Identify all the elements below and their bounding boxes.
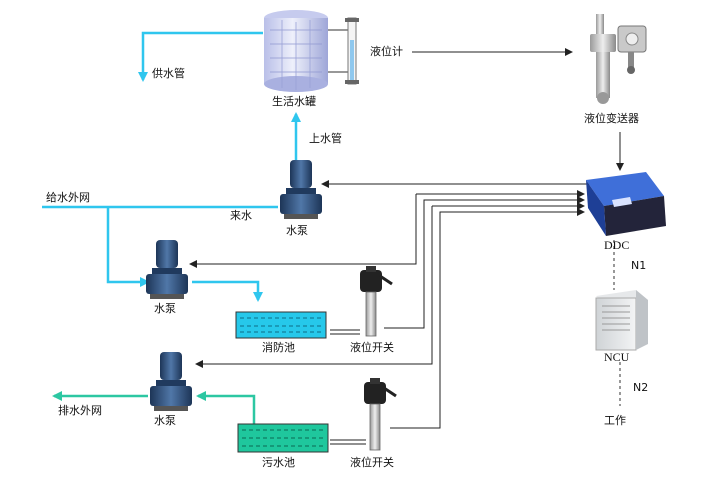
- sewage-pool: [237, 423, 329, 453]
- sewage-suction-line: [196, 391, 256, 425]
- level-switch-1-device: [360, 266, 393, 337]
- level-switch-2-label: 液位开关: [350, 456, 394, 469]
- pump-mid: [146, 240, 188, 299]
- sewage-pool-label: 污水池: [262, 456, 295, 469]
- fire-pool: [235, 311, 327, 339]
- switch1-to-ddc: [384, 196, 585, 329]
- network-links: [613, 240, 621, 406]
- level-meter-gauge: [328, 17, 359, 85]
- level-transmitter-device: [590, 14, 647, 104]
- ncu-device: [595, 290, 648, 351]
- pump-top-label: 水泵: [286, 224, 308, 237]
- switch2-to-ddc: [390, 208, 585, 429]
- incoming-water-label: 来水: [230, 209, 252, 222]
- pump-top: [280, 160, 322, 219]
- fire-feed-line: [192, 280, 263, 302]
- n2-label: N2: [633, 381, 649, 394]
- ddc-to-pump-bottom: [195, 206, 433, 368]
- signal-lines: [189, 48, 624, 445]
- ddc-to-pump-mid: [189, 194, 417, 268]
- ddc-label: DDC: [604, 238, 630, 252]
- outlet-network-label: 排水外网: [58, 404, 102, 417]
- n1-label: N1: [631, 259, 647, 272]
- inlet-network-label: 给水外网: [46, 191, 90, 204]
- ncu-label: NCU: [604, 350, 630, 364]
- inlet-branch-line: [106, 207, 150, 287]
- pump-mid-label: 水泵: [154, 302, 176, 315]
- water-pipes: [42, 31, 301, 302]
- workstation-label: 工作: [604, 414, 626, 427]
- fire-pool-label: 消防池: [262, 341, 295, 354]
- supply-pipe-line: [138, 31, 263, 82]
- drain-pipes: [52, 391, 256, 425]
- domestic-water-tank: [264, 10, 328, 92]
- level-meter-label: 液位计: [370, 45, 403, 58]
- level-switch-1-label: 液位开关: [350, 341, 394, 354]
- supply-pipe-label: 供水管: [152, 67, 185, 80]
- tank-label: 生活水罐: [272, 95, 316, 108]
- transmitter-label: 液位变送器: [584, 112, 639, 125]
- riser-pipe-label: 上水管: [309, 132, 342, 145]
- level-switch-2-device: [364, 378, 397, 451]
- pump-bottom: [150, 352, 192, 411]
- ddc-controller: [586, 172, 666, 236]
- pump-bottom-label: 水泵: [154, 414, 176, 427]
